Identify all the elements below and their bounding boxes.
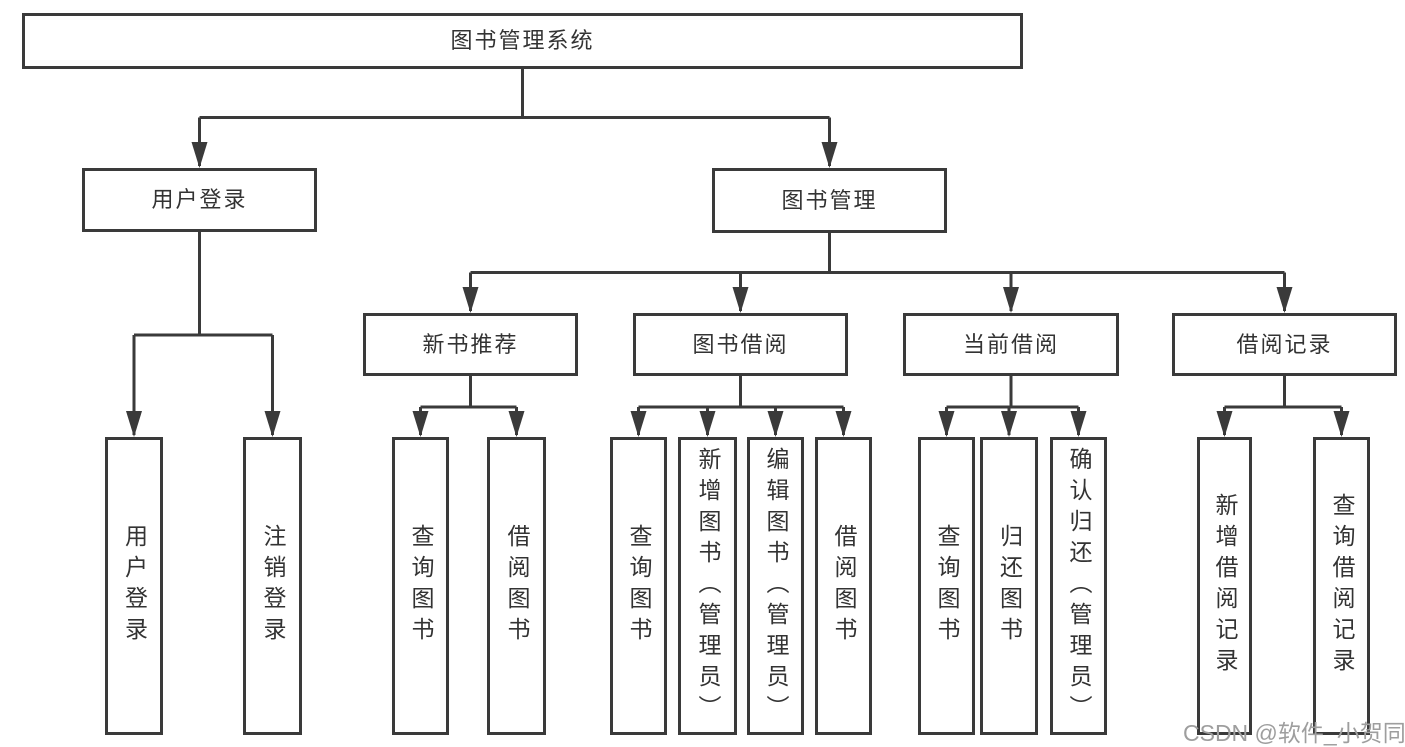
- leaf-query-borrow-record-label: 查询借阅记录: [1329, 493, 1355, 679]
- leaf-borrow-books-borrow-label: 借阅图书: [831, 524, 857, 648]
- connector-mgmt-to-level3: [469, 233, 1286, 311]
- leaf-user-login-label: 用户登录: [121, 524, 148, 648]
- leaf-query-books-borrow-label: 查询图书: [626, 524, 652, 648]
- node-new-book-rec: 新书推荐: [363, 313, 578, 376]
- watermark: CSDN @软件_小贺同学: [1183, 720, 1405, 746]
- arrowhead-icon: [1216, 411, 1233, 437]
- leaf-return-book: 归还图书: [980, 437, 1038, 735]
- leaf-borrow-books-newrec: 借阅图书: [487, 437, 546, 735]
- leaf-borrow-books-borrow: 借阅图书: [815, 437, 872, 735]
- arrowhead-icon: [1003, 287, 1019, 313]
- arrowhead-icon: [1070, 411, 1087, 437]
- connector-newrec-to-leaves: [419, 376, 518, 435]
- leaf-query-books-current: 查询图书: [918, 437, 975, 735]
- leaf-user-login: 用户登录: [105, 437, 163, 735]
- arrowhead-icon: [767, 411, 784, 437]
- leaf-return-book-label: 归还图书: [996, 524, 1023, 648]
- leaf-add-book-admin-label: 新增图书（管理员）: [695, 446, 721, 726]
- leaf-confirm-return-admin: 确认归还（管理员）: [1050, 437, 1107, 735]
- node-user-login-label: 用户登录: [151, 187, 248, 212]
- leaf-query-books-newrec: 查询图书: [392, 437, 449, 735]
- node-new-book-rec-label: 新书推荐: [422, 331, 519, 357]
- arrowhead-icon: [938, 411, 955, 437]
- node-user-login: 用户登录: [82, 168, 317, 232]
- arrowhead-icon: [1001, 411, 1017, 437]
- arrowhead-icon: [508, 411, 525, 437]
- node-book-borrow: 图书借阅: [633, 313, 848, 376]
- node-book-mgmt: 图书管理: [712, 168, 947, 233]
- arrowhead-icon: [699, 411, 716, 437]
- node-current-borrow: 当前借阅: [903, 313, 1119, 376]
- connector-records-to-leaves: [1223, 376, 1343, 435]
- arrowhead-icon: [264, 411, 281, 437]
- leaf-query-books-borrow: 查询图书: [610, 437, 667, 735]
- arrowhead-icon: [126, 411, 142, 437]
- leaf-edit-book-admin: 编辑图书（管理员）: [747, 437, 804, 735]
- connector-login-to-leaves: [132, 232, 274, 435]
- node-root-label: 图书管理系统: [450, 28, 595, 53]
- leaf-query-borrow-record: 查询借阅记录: [1313, 437, 1370, 735]
- node-borrow-records: 借阅记录: [1172, 313, 1397, 376]
- leaf-query-books-newrec-label: 查询图书: [408, 524, 434, 648]
- node-borrow-records-label: 借阅记录: [1236, 331, 1333, 357]
- arrowhead-icon: [732, 287, 749, 313]
- connector-root-to-level2: [198, 69, 831, 166]
- connector-borrow-to-leaves: [637, 376, 845, 435]
- leaf-add-book-admin: 新增图书（管理员）: [678, 437, 737, 735]
- leaf-add-borrow-record-label: 新增借阅记录: [1212, 493, 1238, 679]
- arrowhead-icon: [630, 411, 647, 437]
- leaf-query-books-current-label: 查询图书: [934, 524, 960, 648]
- node-book-mgmt-label: 图书管理: [781, 187, 878, 213]
- arrowhead-icon: [821, 142, 838, 168]
- arrowhead-icon: [191, 142, 208, 168]
- connector-current-to-leaves: [945, 376, 1080, 435]
- node-root: 图书管理系统: [22, 13, 1023, 69]
- leaf-confirm-return-admin-label: 确认归还（管理员）: [1066, 446, 1092, 726]
- arrowhead-icon: [1276, 287, 1293, 313]
- leaf-borrow-books-newrec-label: 借阅图书: [504, 524, 530, 648]
- arrowhead-icon: [412, 411, 429, 437]
- node-current-borrow-label: 当前借阅: [962, 331, 1059, 357]
- leaf-edit-book-admin-label: 编辑图书（管理员）: [763, 446, 789, 726]
- arrowhead-icon: [835, 411, 852, 437]
- arrowhead-icon: [462, 287, 479, 313]
- leaf-logout: 注销登录: [243, 437, 302, 735]
- arrowhead-icon: [1333, 411, 1350, 437]
- leaf-add-borrow-record: 新增借阅记录: [1197, 437, 1252, 735]
- arrowheads: [126, 142, 1350, 437]
- node-book-borrow-label: 图书借阅: [692, 331, 789, 357]
- leaf-logout-label: 注销登录: [260, 524, 286, 648]
